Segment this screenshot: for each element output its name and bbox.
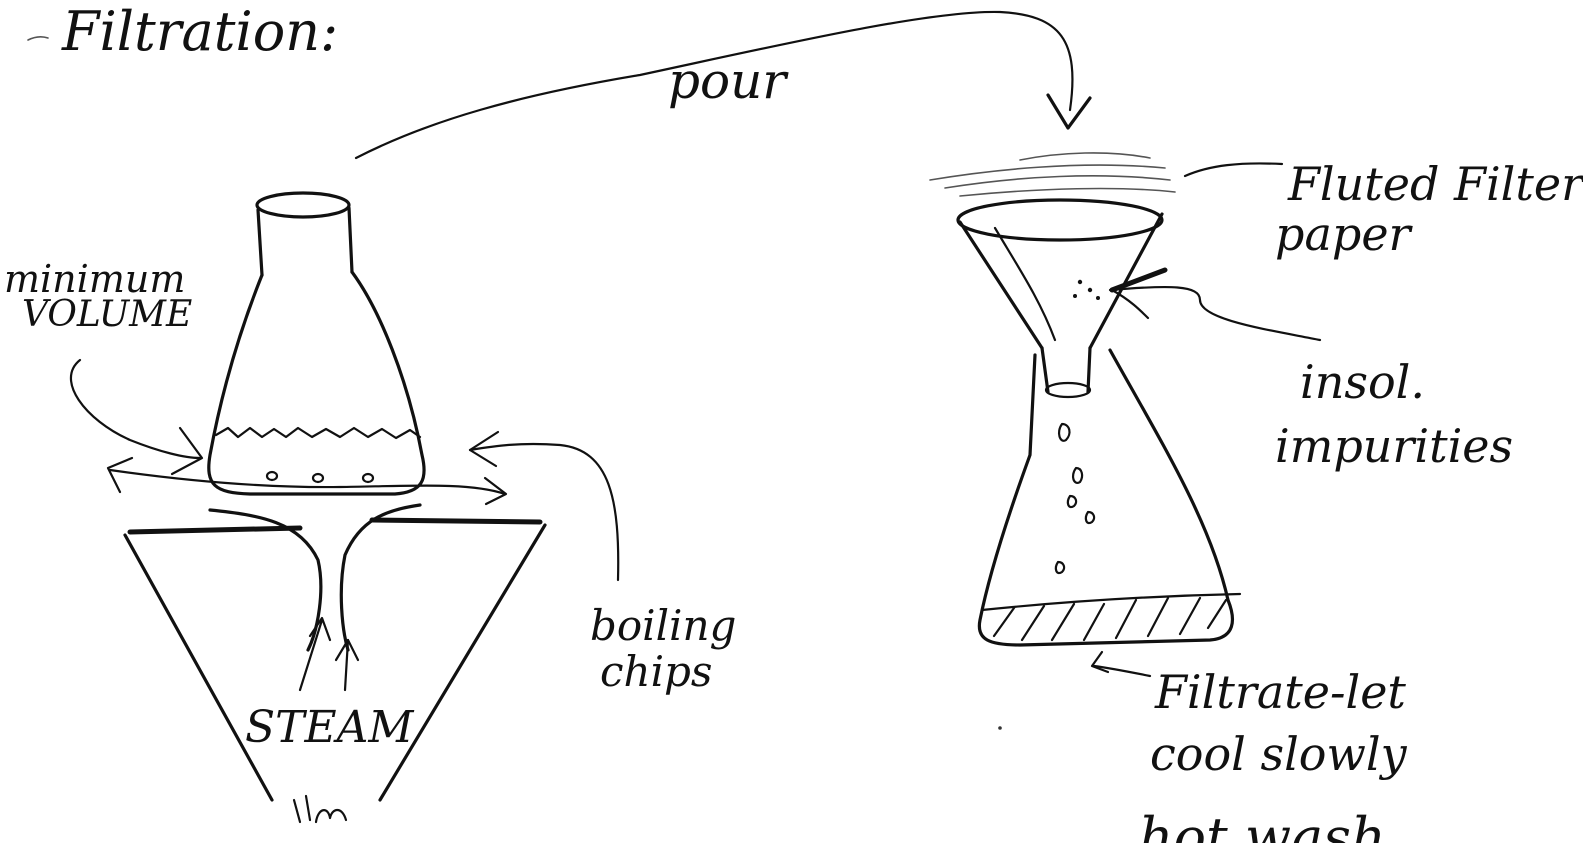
swirl-arrow (108, 458, 506, 504)
insol-impurities-label-1: insol. (1300, 355, 1425, 409)
insol-impurities-label-2: impurities (1275, 419, 1513, 473)
boiling-chips-label-2: chips (600, 647, 712, 696)
fluted-filter-label-1: Fluted Filter (1287, 157, 1583, 211)
minimum-volume-label-2: VOLUME (22, 294, 192, 335)
filtrate-label-2: cool slowly (1150, 727, 1408, 781)
erlenmeyer-flask-left (209, 193, 424, 494)
title-text: Filtration: (61, 0, 338, 63)
filtrate-label-1: Filtrate-let (1154, 665, 1406, 719)
stray-dot (998, 726, 1002, 730)
filtrate-drops (1056, 424, 1094, 573)
steam-scribble (294, 796, 346, 822)
steam-label: STEAM (245, 702, 414, 753)
steam-arrows (300, 618, 358, 690)
boiling-chips-label-1: boiling (590, 601, 736, 650)
insoluble-specks (1073, 280, 1100, 300)
boiling-chips (267, 472, 373, 482)
pour-label: pour (668, 52, 789, 110)
steam-bath (125, 505, 545, 800)
cut-off-bottom-text: ... hot wash (1070, 806, 1386, 843)
stray-mark (28, 37, 48, 40)
filter-funnel (958, 200, 1162, 397)
minimum-volume-arrow (71, 360, 202, 474)
solution-surface (216, 428, 420, 438)
fluted-filter-label-2: paper (1275, 207, 1414, 261)
filtrate-liquid (982, 594, 1240, 640)
fluted-filter-leader (1185, 163, 1282, 176)
boiling-chips-arrow (470, 432, 618, 580)
insol-impurities-arrow (1110, 270, 1320, 340)
filtrate-arrow (1092, 652, 1150, 676)
fluted-filter-paper (930, 153, 1175, 196)
